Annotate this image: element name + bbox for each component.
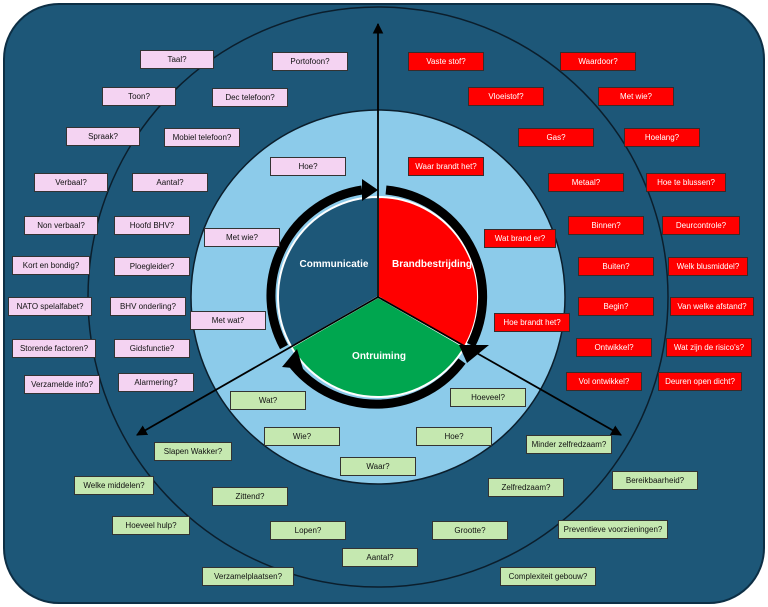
- label-vloeistof: Vloeistof?: [468, 87, 544, 106]
- label-storende-factoren: Storende factoren?: [12, 339, 96, 358]
- label-toon: Toon?: [102, 87, 176, 106]
- label-binnen: Binnen?: [568, 216, 644, 235]
- cycle-arrowhead-brandbestrijding: [459, 345, 489, 363]
- label-hoelang: Hoelang?: [624, 128, 700, 147]
- segment-brandbestrijding: [377, 195, 479, 349]
- cycle-arrowhead-ontruiming: [282, 349, 303, 369]
- label-vaste-stof: Vaste stof?: [408, 52, 484, 71]
- label-verbaal: Verbaal?: [34, 173, 108, 192]
- label-met-wat: Met wat?: [190, 311, 266, 330]
- label-portofoon: Portofoon?: [272, 52, 348, 71]
- segment-title-ontruiming: Ontruiming: [352, 351, 406, 362]
- label-deurcontrole: Deurcontrole?: [662, 216, 740, 235]
- label-mobiel-telefoon: Mobiel telefoon?: [164, 128, 240, 147]
- label-hoeveel: Hoeveel?: [450, 388, 526, 407]
- label-zittend: Zittend?: [212, 487, 288, 506]
- label-bhv-onderling: BHV onderling?: [110, 297, 186, 316]
- label-waar-brandt-het: Waar brandt het?: [408, 157, 484, 176]
- label-welk-blusmiddel: Welk blusmiddel?: [668, 257, 748, 276]
- label-aantal-communicatie: Aantal?: [132, 173, 208, 192]
- label-lopen: Lopen?: [270, 521, 346, 540]
- label-aantal-ontruiming: Aantal?: [342, 548, 418, 567]
- axis-arrow-left: [136, 296, 379, 436]
- label-wat-brand-er: Wat brand er?: [484, 229, 556, 248]
- label-ploegleider: Ploegleider?: [114, 257, 190, 276]
- label-minder-zelfredzaam: Minder zelfredzaam?: [526, 435, 612, 454]
- label-wat-zijn-de-risicos: Wat zijn de risico's?: [666, 338, 752, 357]
- label-alarmering: Alarmering?: [118, 373, 194, 392]
- label-waar-ontruiming: Waar?: [340, 457, 416, 476]
- label-preventieve-voorzieningen: Preventieve voorzieningen?: [558, 520, 668, 539]
- label-wat-ontruiming: Wat?: [230, 391, 306, 410]
- label-deuren-open-dicht: Deuren open dicht?: [658, 372, 742, 391]
- label-begin: Begin?: [578, 297, 654, 316]
- label-zelfredzaam: Zelfredzaam?: [488, 478, 564, 497]
- segment-ontruiming: [290, 295, 466, 398]
- label-nato-spelalfabet: NATO spelalfabet?: [8, 297, 92, 316]
- label-hoe-ontruiming: Hoe?: [416, 427, 492, 446]
- label-gas: Gas?: [518, 128, 594, 147]
- cycle-arc-ontruiming: [287, 358, 466, 409]
- label-metaal: Metaal?: [548, 173, 624, 192]
- label-bereikbaarheid: Bereikbaarheid?: [612, 471, 698, 490]
- label-vol-ontwikkel: Vol ontwikkel?: [566, 372, 642, 391]
- segment-title-brandbestrijding: Brandbestrijding: [391, 259, 472, 270]
- label-hoe-te-blussen: Hoe te blussen?: [646, 173, 726, 192]
- label-wie-ontruiming: Wie?: [264, 427, 340, 446]
- label-kort-en-bondig: Kort en bondig?: [12, 256, 90, 275]
- label-waardoor: Waardoor?: [560, 52, 636, 71]
- label-met-wie-brand: Met wie?: [598, 87, 674, 106]
- label-gidsfunctie: Gidsfunctie?: [114, 339, 190, 358]
- label-slapen-wakker: Slapen Wakker?: [154, 442, 232, 461]
- label-hoe-brandt-het: Hoe brandt het?: [494, 313, 570, 332]
- segment-title-communicatie: Communicatie: [299, 259, 369, 270]
- label-van-welke-afstand: Van welke afstand?: [670, 297, 754, 316]
- label-ontwikkel: Ontwikkel?: [576, 338, 652, 357]
- label-verzamelplaatsen: Verzamelplaatsen?: [202, 567, 294, 586]
- label-complexiteit-gebouw: Complexiteit gebouw?: [500, 567, 596, 586]
- cycle-arrowhead-communicatie: [362, 179, 378, 201]
- segment-communicatie: [277, 195, 379, 349]
- label-non-verbaal: Non verbaal?: [24, 216, 98, 235]
- label-grootte: Grootte?: [432, 521, 508, 540]
- axis-arrow-right: [377, 296, 622, 436]
- label-hoeveel-hulp: Hoeveel hulp?: [112, 516, 190, 535]
- cycle-arc-brandbestrijding: [385, 185, 488, 348]
- label-welke-middelen: Welke middelen?: [74, 476, 154, 495]
- label-hoofd-bhv: Hoofd BHV?: [114, 216, 190, 235]
- label-taal: Taal?: [140, 50, 214, 69]
- label-met-wie-communicatie: Met wie?: [204, 228, 280, 247]
- label-spraak: Spraak?: [66, 127, 140, 146]
- cycle-arc-communicatie: [266, 185, 363, 350]
- label-verzamelde-info: Verzamelde info?: [24, 375, 100, 394]
- label-hoe-communicatie: Hoe?: [270, 157, 346, 176]
- label-dec-telefoon: Dec telefoon?: [212, 88, 288, 107]
- label-buiten: Buiten?: [578, 257, 654, 276]
